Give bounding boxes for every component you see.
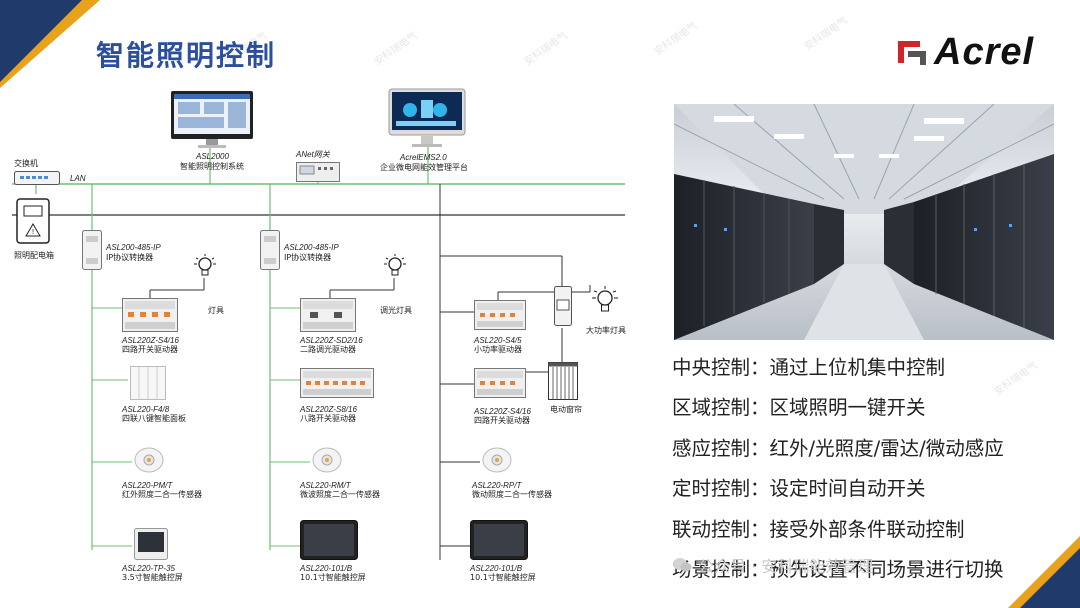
dimmable-light-bulb-icon [384, 254, 406, 284]
col2-device2-model: ASL220Z-S8/16 [300, 405, 357, 414]
feature-linkage-control: 联动控制：接受外部条件联动控制 [672, 517, 965, 541]
col2-device3-model: ASL220-RM/T [300, 481, 351, 490]
conv2-model: ASL200-485-IP [284, 243, 339, 252]
pc1-desc: 智能照明控制系统 [180, 162, 244, 171]
brand-logo: Acrel [896, 30, 1035, 73]
col3-device1-desc: 小功率驱动器 [474, 345, 522, 354]
col2-device3-desc: 微波照度二合一传感器 [300, 490, 380, 499]
switch-label: 交换机 [14, 159, 38, 168]
col2-device4-model: ASL220-101/B [300, 564, 353, 573]
corner-decoration-navy [0, 0, 82, 82]
network-switch-icon [14, 170, 60, 189]
social-watermark: 公众号 · 安科瑞能效管理 [672, 553, 873, 577]
pc2-model: AcrelEMS2.0 [400, 153, 447, 162]
col2-device4-desc: 10.1寸智能触控屏 [300, 573, 366, 582]
social-text: 公众号 · 安科瑞能效管理 [698, 557, 874, 576]
watermark: 安科瑞电气 [372, 30, 420, 68]
high-power-light-bulb-icon [592, 286, 618, 320]
conv1-desc: IP协议转换器 [106, 253, 154, 262]
page-title: 智能照明控制 [96, 39, 277, 72]
protocol-converter-icon [260, 230, 280, 274]
relay-driver-icon [300, 368, 374, 402]
touch-screen-icon [134, 528, 168, 564]
col1-device4-desc: 3.5寸智能触控屏 [122, 573, 183, 582]
pc1-model: ASL2000 [196, 152, 229, 161]
curtain-label: 电动窗帘 [550, 405, 582, 414]
col1-device2-desc: 四联八键智能面板 [122, 414, 186, 423]
svg-text:!: ! [32, 228, 35, 236]
lan-label: LAN [70, 174, 86, 183]
col1-device3-desc: 红外照度二合一传感器 [122, 490, 202, 499]
contactor-icon [554, 286, 572, 330]
protocol-converter-icon [82, 230, 102, 274]
col3-device1-model: ASL220-S4/5 [474, 336, 522, 345]
lamp1-label: 灯具 [208, 306, 224, 315]
relay-driver-icon [474, 368, 526, 402]
col1-device1-model: ASL220Z-S4/16 [122, 336, 179, 345]
wechat-icon [672, 557, 692, 573]
col1-device3-model: ASL220-PM/T [122, 481, 173, 490]
lighting-box-label: 照明配电箱 [14, 251, 54, 260]
feature-list: 中央控制：通过上位机集中控制 区域控制：区域照明一键开关 感应控制：红外/光照度… [672, 345, 1072, 588]
col3-device3-model: ASL220-RP/T [472, 481, 522, 490]
col1-device2-model: ASL220-F4/8 [122, 405, 170, 414]
lamp3-label: 大功率灯具 [586, 326, 626, 335]
conv2-desc: IP协议转换器 [284, 253, 332, 262]
col2-device2-desc: 八路开关驱动器 [300, 414, 356, 423]
watermark: 安科瑞电气 [522, 30, 570, 68]
col3-device3-desc: 微动照度二合一传感器 [472, 490, 552, 499]
touch-screen-large-icon [300, 520, 358, 564]
data-center-photo [674, 104, 1054, 340]
feature-area-control: 区域控制：区域照明一键开关 [672, 396, 926, 420]
dimmer-driver-icon [300, 298, 356, 336]
conv1-model: ASL200-485-IP [106, 243, 161, 252]
col2-device1-model: ASL220Z-SD2/16 [300, 336, 363, 345]
watermark: 安科瑞电气 [802, 15, 850, 53]
col3-device2-desc: 四路开关驱动器 [474, 416, 530, 425]
col3-device4-model: ASL220-101/B [470, 564, 523, 573]
col2-device1-desc: 二路调光驱动器 [300, 345, 356, 354]
col1-device4-model: ASL220-TP-35 [122, 564, 175, 573]
gateway-device-icon [296, 162, 340, 186]
light-bulb-icon [194, 254, 216, 284]
system-architecture-diagram: 交换机 LAN ! 照明配电箱 ASL2000 智能照明控制系统 ANet网关 … [0, 80, 640, 608]
gateway-label: ANet网关 [296, 150, 330, 159]
lamp2-label: 调光灯具 [380, 306, 412, 315]
feature-central-control: 中央控制：通过上位机集中控制 [672, 355, 946, 379]
col1-device1-desc: 四路开关驱动器 [122, 345, 178, 354]
micro-motion-sensor-icon [482, 446, 512, 478]
watermark: 安科瑞电气 [652, 20, 700, 58]
relay-driver-icon [122, 298, 178, 336]
smart-panel-icon [130, 366, 166, 404]
imac-monitor-icon [388, 88, 466, 154]
motorized-curtain-icon [548, 362, 578, 404]
feature-scene-control: 场景控制：预先设置不同场景进行切换 [672, 558, 1004, 582]
lighting-distribution-box-icon: ! [16, 198, 50, 248]
logo-text: Acrel [934, 30, 1035, 73]
feature-sensor-control: 感应控制：红外/光照度/雷达/微动感应 [672, 436, 1004, 460]
corner-decoration-navy-bottom [1020, 548, 1080, 608]
infrared-sensor-icon [134, 446, 164, 478]
col3-device4-desc: 10.1寸智能触控屏 [470, 573, 536, 582]
acrel-logo-icon [896, 35, 930, 69]
feature-timer-control: 定时控制：设定时间自动开关 [672, 477, 926, 501]
microwave-sensor-icon [312, 446, 342, 478]
touch-screen-large-icon [470, 520, 528, 564]
monitor-icon [170, 90, 254, 154]
col3-device2-model: ASL220Z-S4/16 [474, 407, 531, 416]
pc2-desc: 企业微电网能效管理平台 [380, 163, 468, 172]
small-power-driver-icon [474, 300, 526, 334]
